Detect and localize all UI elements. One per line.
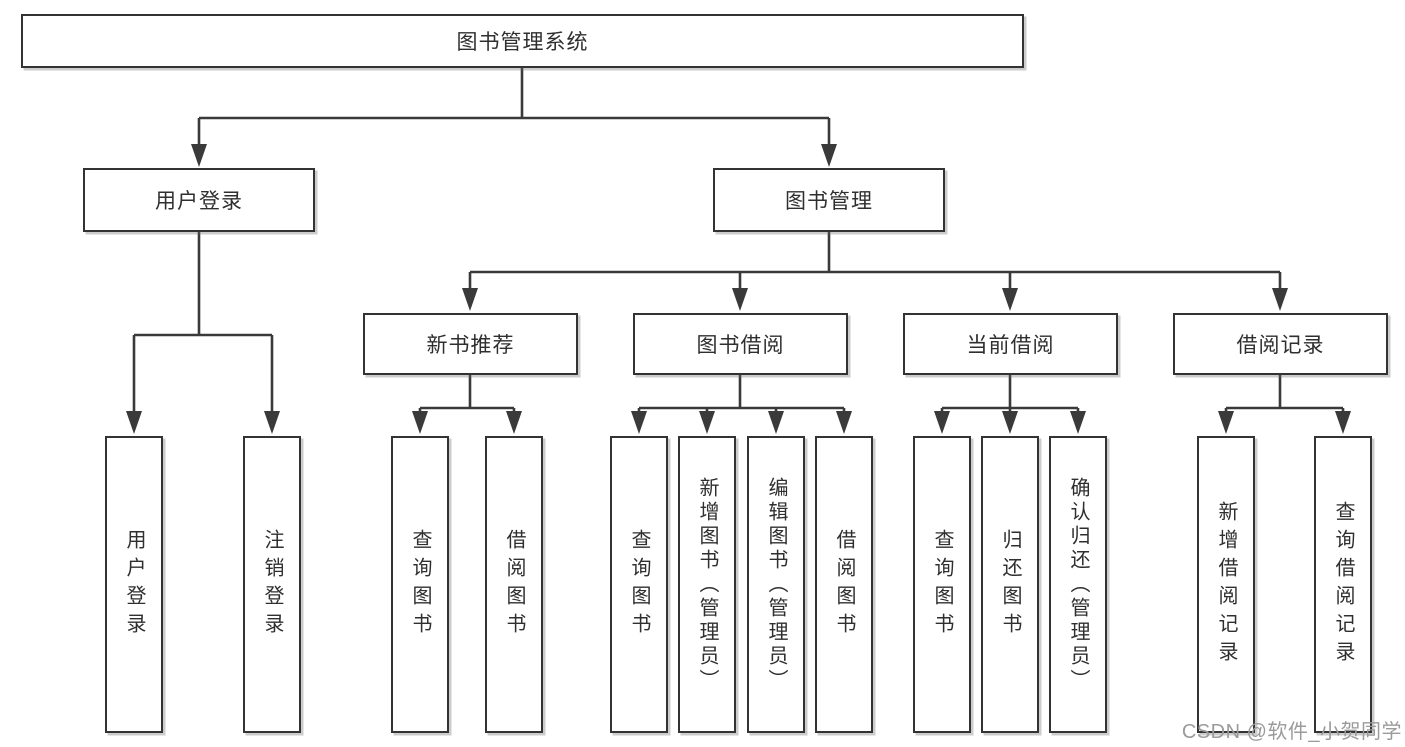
node-label: 图书借阅 (696, 334, 785, 357)
node-label: 图书管理 (785, 190, 873, 213)
node-label: 查询借阅记录 (1332, 500, 1354, 669)
node-leaf-borrow-books-recommend: 借阅图书 (485, 436, 543, 733)
node-user-login: 用户登录 (83, 168, 315, 232)
node-borrowing-records: 借阅记录 (1173, 313, 1388, 375)
node-label: 归还图书 (999, 528, 1021, 641)
watermark: CSDN @软件_小贺同学 (1181, 721, 1402, 743)
node-root-system: 图书管理系统 (21, 14, 1024, 68)
node-leaf-query-books-current: 查询图书 (913, 436, 971, 733)
node-leaf-borrow-books-borrowing: 借阅图书 (815, 436, 873, 733)
node-label: 借阅记录 (1236, 334, 1325, 357)
arrowheads (126, 144, 1351, 434)
node-label: 图书管理系统 (456, 31, 589, 54)
node-leaf-query-borrow-record: 查询借阅记录 (1314, 436, 1372, 733)
node-label: 新书推荐 (426, 334, 515, 357)
node-current-borrowing: 当前借阅 (903, 313, 1118, 375)
node-leaf-edit-book-admin: 编辑图书（管理员） (747, 436, 805, 733)
node-leaf-query-books-borrowing: 查询图书 (610, 436, 668, 733)
node-label: 新增图书（管理员） (696, 476, 718, 693)
node-book-management: 图书管理 (713, 168, 945, 232)
node-label: 确认归还（管理员） (1067, 476, 1089, 693)
node-label: 当前借阅 (966, 334, 1055, 357)
node-label: 编辑图书（管理员） (765, 476, 787, 693)
node-leaf-add-borrow-record: 新增借阅记录 (1197, 436, 1255, 733)
node-leaf-user-login: 用户登录 (105, 436, 163, 733)
node-label: 用户登录 (155, 190, 243, 213)
node-book-borrowing: 图书借阅 (633, 313, 848, 375)
node-leaf-confirm-return-admin: 确认归还（管理员） (1049, 436, 1107, 733)
node-leaf-add-book-admin: 新增图书（管理员） (678, 436, 736, 733)
node-label: 新增借阅记录 (1215, 500, 1237, 669)
node-label: 借阅图书 (503, 528, 525, 641)
node-label: 查询图书 (409, 528, 431, 641)
node-label: 用户登录 (123, 528, 145, 641)
node-new-book-recommendation: 新书推荐 (363, 313, 578, 375)
node-leaf-query-books-recommend: 查询图书 (391, 436, 449, 733)
node-label: 查询图书 (931, 528, 953, 641)
node-label: 查询图书 (628, 528, 650, 641)
node-leaf-return-books: 归还图书 (981, 436, 1039, 733)
node-label: 借阅图书 (833, 528, 855, 641)
node-leaf-logout: 注销登录 (243, 436, 301, 733)
node-label: 注销登录 (261, 528, 283, 641)
